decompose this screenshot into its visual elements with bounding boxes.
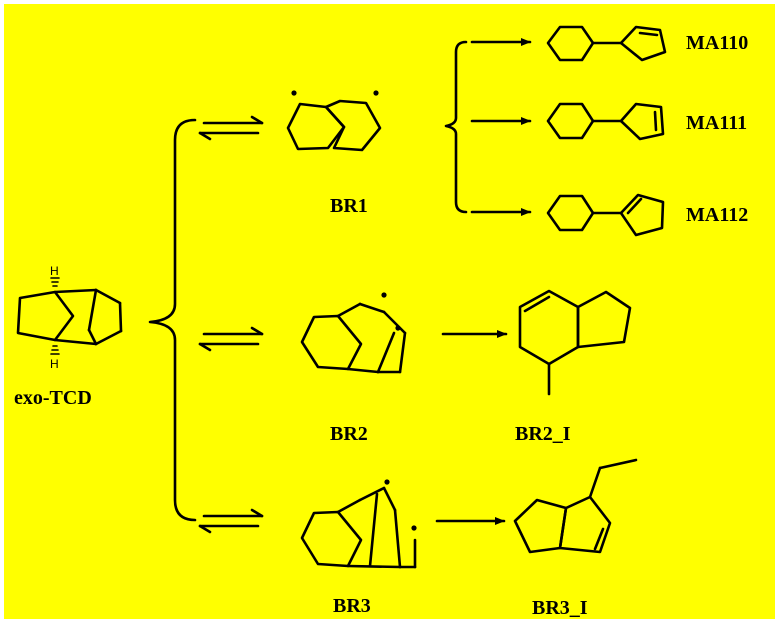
radical-dot xyxy=(384,479,390,485)
exo-tcd-structure: H H xyxy=(16,264,123,371)
ma110-structure xyxy=(546,25,667,62)
equilibrium-arrow-br3 xyxy=(198,508,264,534)
ma112-structure xyxy=(546,193,665,237)
equilibrium-arrow-br2 xyxy=(198,326,264,352)
ma111-structure xyxy=(546,102,665,141)
br1-structure xyxy=(286,90,382,152)
label-br1: BR1 xyxy=(330,195,368,217)
stereo-hash-bottom xyxy=(50,345,60,355)
br2-structure xyxy=(300,292,407,374)
br3-i-structure xyxy=(513,458,638,554)
label-br2: BR2 xyxy=(330,423,368,445)
hydrogen-label-top: H xyxy=(50,264,59,278)
radical-dot xyxy=(291,90,297,96)
br2-i-structure xyxy=(518,289,632,396)
radical-dot xyxy=(411,525,417,531)
label-br3: BR3 xyxy=(333,595,371,617)
radical-dot xyxy=(381,292,387,298)
radical-dot xyxy=(373,90,379,96)
label-br2-i: BR2_I xyxy=(515,423,571,445)
stereo-hash-top xyxy=(50,277,60,287)
label-exo-tcd: exo-TCD xyxy=(14,387,92,409)
label-ma112: MA112 xyxy=(686,204,748,226)
radical-dot xyxy=(395,325,401,331)
main-brace xyxy=(148,118,197,522)
label-ma110: MA110 xyxy=(686,32,748,54)
label-br3-i: BR3_I xyxy=(532,597,588,619)
br3-structure xyxy=(300,479,417,569)
product-brace xyxy=(444,40,468,214)
label-ma111: MA111 xyxy=(686,112,747,134)
equilibrium-arrow-br1 xyxy=(198,115,264,141)
hydrogen-label-bottom: H xyxy=(50,357,59,371)
